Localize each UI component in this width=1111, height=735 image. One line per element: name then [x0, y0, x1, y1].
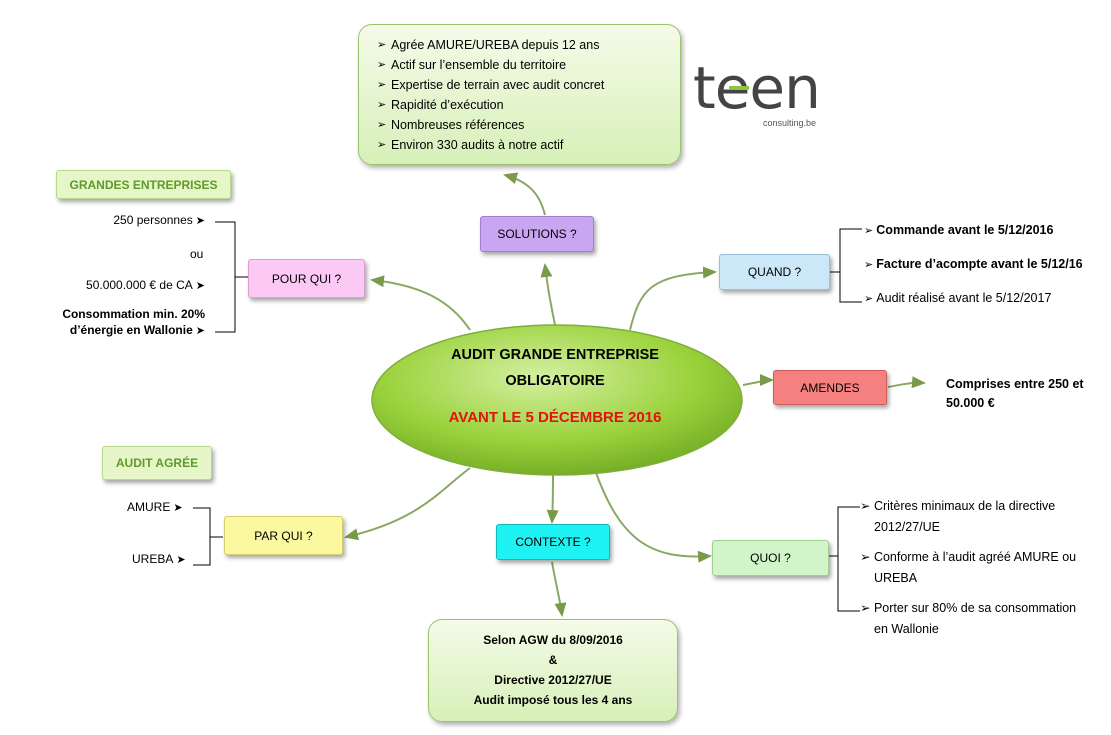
list-item: ➢ Porter sur 80% de sa consommation en W…: [860, 601, 1077, 636]
center-deadline: AVANT LE 5 DÉCEMBRE 2016: [448, 409, 662, 426]
par-qui-node[interactable]: PAR QUI ?: [224, 516, 343, 555]
arrow-bullet-icon: ➢: [377, 59, 387, 71]
quand-node[interactable]: QUAND ?: [719, 254, 830, 290]
center-title-line2: OBLIGATOIRE: [505, 373, 605, 389]
solutions-node[interactable]: SOLUTIONS ?: [480, 216, 594, 252]
list-item: ➢Rapidité d’exécution: [377, 98, 504, 112]
pour-qui-node[interactable]: POUR QUI ?: [248, 259, 365, 298]
list-item: ➢Expertise de terrain avec audit concret: [377, 78, 605, 92]
arrow-left-icon: ➤: [173, 502, 183, 514]
arrow-bullet-icon: ➢: [860, 601, 874, 615]
arrow-left-icon: ➤: [195, 280, 205, 292]
quoi-list: ➢ Critères minimaux de la directive 2012…: [860, 496, 1096, 640]
arrow-bullet-icon: ➢: [377, 139, 387, 151]
center-ellipse: [371, 324, 743, 476]
list-item: ➢ Critères minimaux de la directive 2012…: [860, 499, 1056, 534]
arrow-bullet-icon: ➢: [864, 259, 877, 271]
arrow-left-icon: ➤: [176, 554, 186, 566]
list-item: ➢ Conforme à l’audit agréé AMURE ou UREB…: [860, 550, 1077, 585]
list-item: ➢Environ 330 audits à notre actif: [377, 138, 564, 152]
contexte-details: Selon AGW du 8/09/2016 & Directive 2012/…: [428, 619, 678, 722]
quand-list: ➢ Commande avant le 5/12/2016 ➢ Facture …: [864, 223, 1083, 305]
center-title-line1: AUDIT GRANDE ENTREPRISE: [451, 347, 659, 363]
center-topic: AUDIT GRANDE ENTREPRISE OBLIGATOIRE AVAN…: [400, 345, 710, 426]
arrow-bullet-icon: ➢: [860, 550, 874, 564]
solutions-list: ➢Agrée AMURE/UREBA depuis 12 ans ➢Actif …: [377, 37, 668, 153]
amendes-text: Comprises entre 250 et 50.000 €: [946, 377, 1084, 410]
arrow-left-icon: ➤: [195, 215, 205, 227]
arrow-bullet-icon: ➢: [377, 99, 387, 111]
list-item: ➢Actif sur l’ensemble du territoire: [377, 58, 567, 72]
logo-brand: teen: [693, 54, 821, 122]
list-item: ➢Nombreuses références: [377, 118, 525, 132]
par-qui-item-amure: AMURE➤: [127, 500, 183, 514]
list-item: ➢ Facture d’acompte avant le 5/12/16: [864, 257, 1083, 271]
arrow-bullet-icon: ➢: [377, 39, 387, 51]
pour-qui-item-2: 50.000.000 € de CA➤: [86, 278, 205, 292]
arrow-bullet-icon: ➢: [860, 499, 874, 513]
arrow-bullet-icon: ➢: [377, 79, 387, 91]
pour-qui-item-or: ou: [190, 247, 204, 261]
list-item: ➢ Audit réalisé avant le 5/12/2017: [864, 291, 1052, 305]
grandes-entreprises-tag: GRANDES ENTREPRISES: [56, 170, 231, 199]
logo-sub: consulting.be: [763, 118, 817, 128]
contexte-node[interactable]: CONTEXTE ?: [496, 524, 610, 560]
teen-logo: teen consulting.be: [693, 58, 833, 138]
arrow-bullet-icon: ➢: [864, 293, 877, 305]
logo-accent: [729, 86, 749, 90]
arrow-bullet-icon: ➢: [377, 119, 387, 131]
par-qui-item-ureba: UREBA➤: [132, 552, 186, 566]
amendes-node[interactable]: AMENDES: [773, 370, 887, 405]
pour-qui-item-3: Consommation min. 20% d’énergie en Wallo…: [62, 307, 205, 337]
quoi-node[interactable]: QUOI ?: [712, 540, 829, 576]
list-item: ➢Agrée AMURE/UREBA depuis 12 ans: [377, 38, 600, 52]
list-item: ➢ Commande avant le 5/12/2016: [864, 223, 1054, 237]
audit-agree-tag: AUDIT AGRÉE: [102, 446, 212, 480]
pour-qui-item-1: 250 personnes➤: [113, 213, 205, 227]
solutions-details: ➢Agrée AMURE/UREBA depuis 12 ans ➢Actif …: [358, 24, 681, 165]
arrow-left-icon: ➤: [195, 325, 205, 337]
arrow-bullet-icon: ➢: [864, 225, 877, 237]
